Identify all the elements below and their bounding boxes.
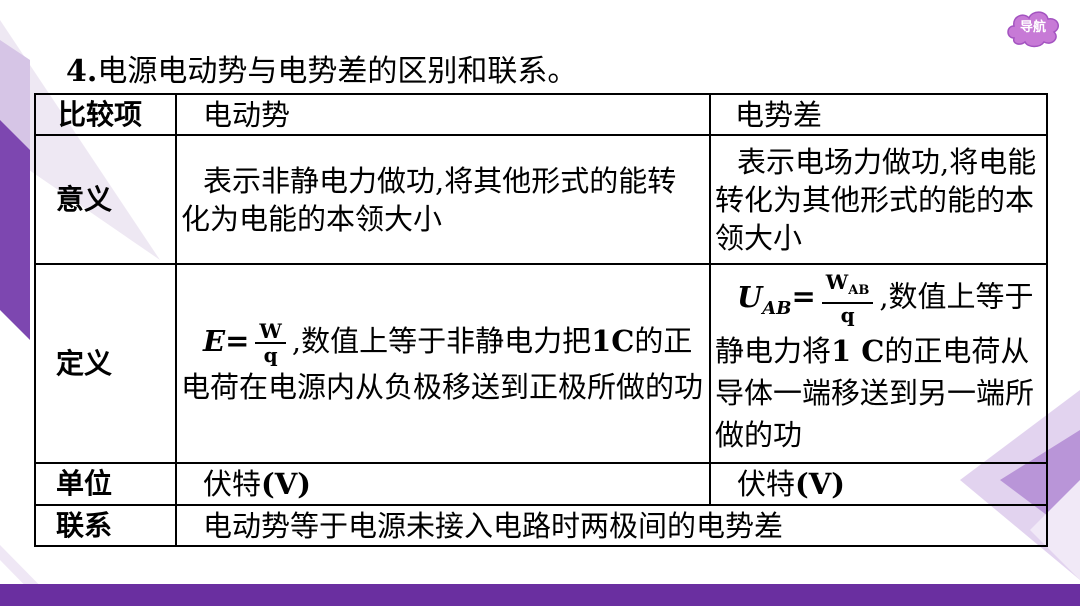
header-compare: 比较项 <box>34 93 177 136</box>
unit-emf-word: 伏特 <box>203 467 262 501</box>
row-label-definition: 定义 <box>34 263 177 464</box>
nav-label: 导航 <box>1019 20 1046 35</box>
nav-button[interactable]: 导航 <box>1004 8 1062 48</box>
cloud-icon <box>1007 11 1059 48</box>
emf-numerator: W <box>255 320 286 344</box>
unit-pd-symbol: (V) <box>795 467 845 501</box>
meaning-pd-text: 表示电场力做功,将电能转化为其他形式的能的本领大小 <box>715 144 1037 255</box>
title-number: 4. <box>66 54 98 89</box>
pd-def-text-a: ,数值上等于静电力将 <box>715 279 1034 368</box>
pd-denominator: q <box>840 303 855 328</box>
emf-def-text-a: ,数值上等于非静电力把 <box>291 323 592 358</box>
table-row-unit: 单位 伏特(V) 伏特(V) <box>34 462 1048 506</box>
unit-emf-cell: 伏特(V) <box>175 462 711 506</box>
row-label-relation: 联系 <box>34 504 177 547</box>
meaning-emf-text: 表示非静电力做功,将其他形式的能转化为电能的本领大小 <box>181 163 677 236</box>
unit-pd-cell: 伏特(V) <box>709 462 1048 506</box>
unit-emf-symbol: (V) <box>261 467 311 501</box>
relation-cell: 电动势等于电源未接入电路时两极间的电势差 <box>175 504 1048 547</box>
bottom-accent-bar <box>0 584 1080 606</box>
pd-numerator: WAB <box>821 271 874 305</box>
emf-equals: = <box>225 323 250 358</box>
relation-text: 电动势等于电源未接入电路时两极间的电势差 <box>203 508 784 543</box>
header-emf: 电动势 <box>175 93 711 136</box>
pd-equals: = <box>791 279 816 314</box>
meaning-pd-cell: 表示电场力做功,将电能转化为其他形式的能的本领大小 <box>709 134 1048 265</box>
emf-def-text-b: 的正电荷在电源内从负极移送到正极所做的功 <box>181 323 704 404</box>
row-label-unit: 单位 <box>34 462 177 506</box>
title-text: 电源电动势与电势差的区别和联系。 <box>97 54 578 89</box>
pd-symbol: UAB <box>737 279 792 319</box>
meaning-emf-cell: 表示非静电力做功,将其他形式的能转化为电能的本领大小 <box>175 134 711 265</box>
page-title: 4.电源电动势与电势差的区别和联系。 <box>66 46 577 90</box>
emf-def-bold-1: 1 <box>591 323 612 358</box>
pd-def-bold: 1 C <box>831 333 885 368</box>
header-pd: 电势差 <box>709 93 1048 136</box>
emf-def-bold-c: C <box>611 323 635 358</box>
row-label-meaning: 意义 <box>34 134 177 265</box>
unit-pd-word: 伏特 <box>737 467 796 501</box>
table-row-meaning: 意义 表示非静电力做功,将其他形式的能转化为电能的本领大小 表示电场力做功,将电… <box>34 134 1048 265</box>
pd-def-text-b: 的正电荷从导体一端移送到另一端所做的功 <box>715 333 1035 452</box>
table-header-row: 比较项 电动势 电势差 <box>34 93 1048 136</box>
comparison-table: 比较项 电动势 电势差 意义 表示非静电力做功,将其他形式的能转化为电能的本领大… <box>34 93 1048 547</box>
emf-symbol: E <box>203 323 226 358</box>
table-row-relation: 联系 电动势等于电源未接入电路时两极间的电势差 <box>34 504 1048 547</box>
emf-denominator: q <box>263 342 278 367</box>
